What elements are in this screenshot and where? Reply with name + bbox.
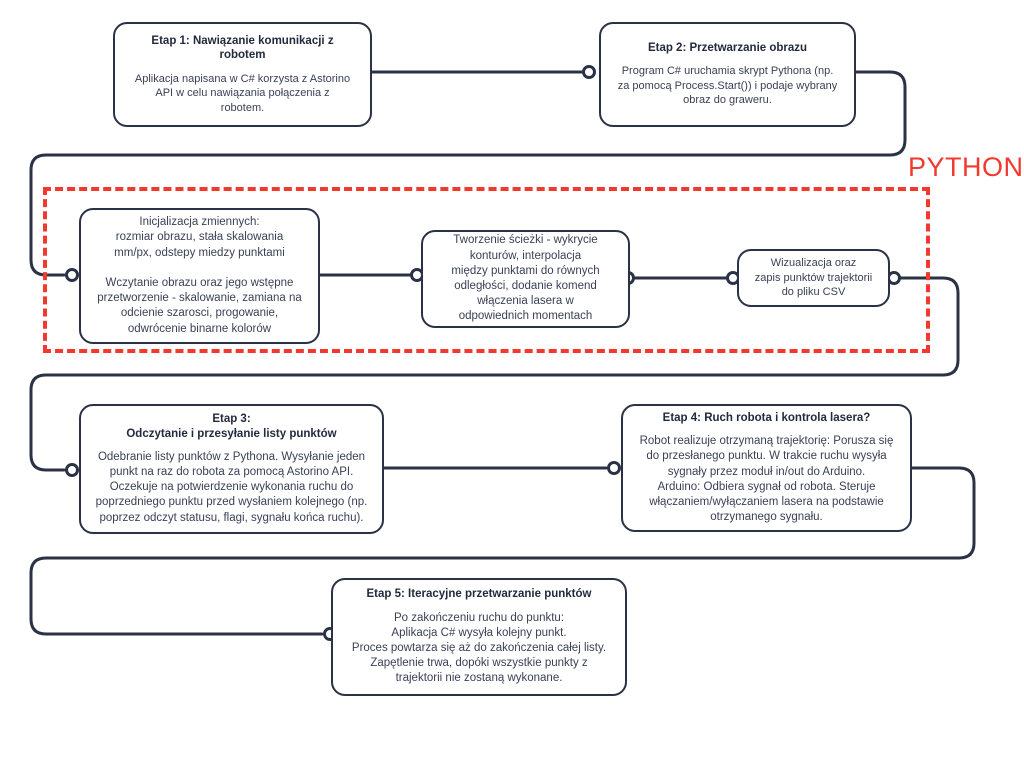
connector-dot-stage4-in: [607, 461, 621, 475]
connector-dot-stage2-in: [582, 65, 596, 79]
node-stage1[interactable]: Etap 1: Nawiązanie komunikacji z robotem…: [113, 22, 372, 127]
node-stage2-title: Etap 2: Przetwarzanie obrazu: [647, 42, 808, 55]
node-stage5[interactable]: Etap 5: Iteracyjne przetwarzanie punktów…: [331, 578, 627, 696]
node-stage3[interactable]: Etap 3: Odczytanie i przesyłanie listy p…: [79, 404, 384, 534]
node-path-generation[interactable]: Tworzenie ścieżki - wykrycie konturów, i…: [421, 230, 630, 328]
node-stage5-title: Etap 5: Iteracyjne przetwarzanie punktów: [366, 588, 592, 601]
node-stage4[interactable]: Etap 4: Ruch robota i kontrola lasera? R…: [621, 404, 912, 532]
node-stage5-body: Po zakończeniu ruchu do punktu: Aplikacj…: [351, 611, 607, 685]
node-stage2[interactable]: Etap 2: Przetwarzanie obrazu Program C# …: [599, 22, 856, 127]
node-stage1-body: Aplikacja napisana w C# korzysta z Astor…: [134, 72, 351, 114]
node-stage1-title: Etap 1: Nawiązanie komunikacji z robotem: [151, 34, 334, 62]
node-stage3-body: Odebranie listy punktów z Pythona. Wysył…: [95, 450, 368, 524]
node-path-generation-body: Tworzenie ścieżki - wykrycie konturów, i…: [451, 234, 600, 323]
node-stage4-title: Etap 4: Ruch robota i kontrola lasera?: [662, 411, 871, 424]
node-visualization-csv-body: Wizualizacja oraz zapis punktów trajekto…: [754, 257, 873, 299]
node-visualization-csv[interactable]: Wizualizacja oraz zapis punktów trajekto…: [737, 249, 890, 307]
node-initialization-body: Inicjalizacja zmiennych: rozmiar obrazu,…: [97, 216, 302, 335]
connector-dot-stage3-in: [65, 463, 79, 477]
node-initialization[interactable]: Inicjalizacja zmiennych: rozmiar obrazu,…: [79, 208, 320, 344]
node-stage3-title: Etap 3: Odczytanie i przesyłanie listy p…: [126, 413, 337, 440]
python-region-label: PYTHON: [908, 152, 1024, 182]
node-stage4-body: Robot realizuje otrzymaną trajektorię: P…: [639, 435, 894, 524]
node-stage2-body: Program C# uruchamia skrypt Pythona (np.…: [617, 65, 838, 107]
